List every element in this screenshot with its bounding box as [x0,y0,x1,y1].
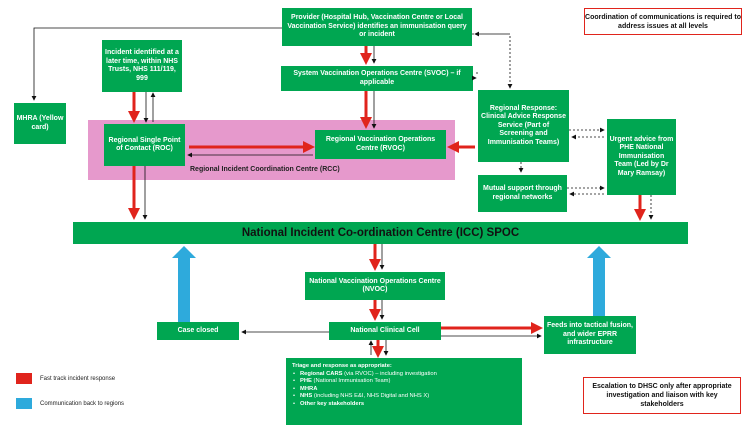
icc-spoc-box: National Incident Co-ordination Centre (… [73,222,688,244]
case-closed-box: Case closed [157,322,239,340]
incident-later-box: Incident identified at a later time, wit… [102,40,182,92]
feeds-box: Feeds into tactical fusion, and wider EP… [544,316,636,354]
national-clinical-cell-box: National Clinical Cell [329,322,441,340]
triage-item: PHE (National Immunisation Team) [293,378,516,386]
nvoc-box: National Vaccination Operations Centre (… [305,272,445,300]
triage-item: MHRA [293,386,516,394]
dotted-arrows [472,31,654,220]
legend-comm-back-swatch [16,398,32,409]
mhra-box: MHRA (Yellow card) [14,103,66,144]
svoc-box: System Vaccination Operations Centre (SV… [281,66,473,91]
comm-back-arrow-left [172,246,196,322]
triage-item: Regional CARS (via RVOC) – including inv… [293,371,516,379]
triage-box: Triage and response as appropriate: Regi… [286,358,522,425]
triage-title: Triage and response as appropriate: [292,363,392,369]
urgent-advice-box: Urgent advice from PHE National Immunisa… [607,119,676,195]
provider-box: Provider (Hospital Hub, Vaccination Cent… [282,8,472,46]
rvoc-box: Regional Vaccination Operations Centre (… [315,130,446,159]
coordination-note: Coordination of communications is requir… [584,8,742,35]
legend-fast-track-swatch [16,373,32,384]
fast-track-arrows [128,46,646,358]
triage-item: Other key stakeholders [293,401,516,409]
flow-arrows [31,27,542,356]
legend-fast-track-label: Fast track incident response [40,376,116,382]
comm-back-arrow-right [587,246,611,316]
rcc-label: Regional Incident Coordination Centre (R… [190,166,340,173]
mutual-support-box: Mutual support through regional networks [478,175,567,212]
regional-response-box: Regional Response: Clinical Advice Respo… [478,90,569,162]
triage-item: NHS (including NHS E&I, NHS Digital and … [293,393,516,401]
roc-box: Regional Single Point of Contact (ROC) [104,124,185,166]
legend-comm-back-label: Communication back to regions [40,401,125,407]
triage-list: Regional CARS (via RVOC) – including inv… [292,371,516,409]
escalation-note: Escalation to DHSC only after appropriat… [583,377,741,414]
